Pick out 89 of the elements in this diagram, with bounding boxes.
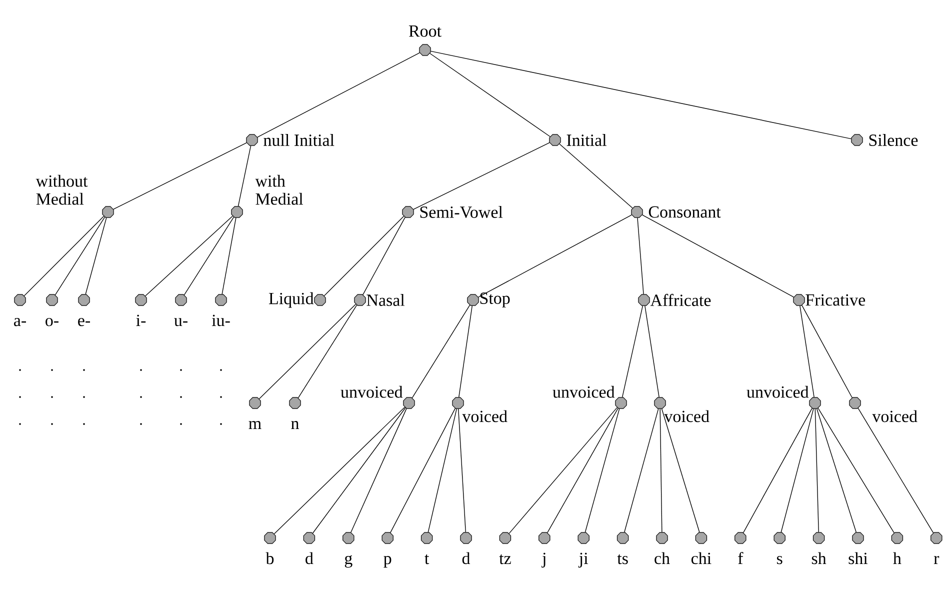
node-label: null Initial: [264, 134, 334, 146]
node-label: unvoiced: [552, 386, 615, 398]
node-label: voiced: [664, 410, 710, 422]
tree-edge: [547, 408, 618, 534]
tree-edge: [362, 217, 406, 295]
tree-edge: [298, 304, 358, 398]
node-label: Consonant: [648, 206, 721, 218]
node-label: Stop: [480, 292, 510, 308]
tree-edge: [478, 214, 632, 298]
node-label: iu-: [212, 314, 230, 326]
node-label: unvoiced: [746, 386, 809, 398]
tree-edge: [113, 142, 247, 210]
tree-edge: [324, 216, 404, 296]
node-label: e-: [78, 318, 90, 326]
tree-edge: [412, 304, 470, 398]
node-label: Liquid: [268, 292, 314, 308]
node-label: ch: [654, 552, 670, 564]
node-label: Silence: [869, 134, 918, 146]
tree-edge: [458, 305, 472, 398]
node-label: Initial: [566, 134, 606, 146]
tree-edge: [816, 408, 856, 532]
tree-edge: [661, 408, 700, 532]
node-label: r: [934, 556, 940, 564]
tree-edge: [622, 305, 644, 398]
node-label: Semi-Vowel: [420, 206, 503, 218]
tree-edge: [350, 408, 407, 533]
node-label: Affricate: [650, 294, 711, 306]
node-label: d: [462, 552, 470, 564]
tree-edge: [184, 216, 234, 296]
node-label: u-: [174, 318, 188, 326]
tree-edge: [257, 52, 420, 138]
node-label: Fricative: [806, 294, 866, 306]
tree-edge: [802, 305, 852, 398]
node-label: o-: [46, 318, 58, 326]
tree-edge: [584, 408, 620, 532]
node-label: a-: [14, 318, 26, 326]
tree-edge: [637, 218, 644, 294]
tree-edge: [258, 304, 356, 400]
tree-edge: [312, 407, 406, 534]
node-label: without Medial: [36, 174, 88, 205]
tree-edge: [238, 146, 252, 206]
node-label: n: [291, 420, 299, 429]
tree-edge: [814, 408, 819, 532]
node-label: unvoiced: [340, 386, 403, 398]
tree-edge: [743, 408, 812, 534]
node-label: g: [344, 555, 352, 568]
node-label: chi: [691, 552, 712, 564]
node-label: m: [248, 420, 262, 429]
node-label: voiced: [872, 410, 918, 422]
tree-edge: [642, 214, 794, 298]
tree-edge: [24, 216, 104, 296]
tree-edge: [644, 305, 660, 398]
node-label: s: [776, 556, 782, 564]
tree-edge: [780, 408, 814, 532]
tree-edge: [54, 216, 106, 296]
node-label: ji: [578, 552, 588, 568]
node-label: ts: [617, 554, 628, 564]
tree-edge: [559, 144, 633, 208]
tree-edge: [430, 53, 550, 137]
node-label: p: [384, 556, 392, 568]
tree-edge: [85, 218, 107, 294]
tree-edge: [624, 408, 659, 532]
tree-edge: [144, 216, 234, 296]
tree-edge: [274, 406, 406, 534]
node-label: j: [542, 552, 546, 568]
node-label: with Medial: [255, 174, 304, 205]
node-label: shi: [848, 552, 868, 564]
node-label: d: [306, 552, 314, 564]
node-label: Nasal: [366, 294, 405, 306]
node-label: sh: [812, 552, 826, 564]
tree-edge: [858, 408, 934, 534]
tree-edge: [390, 408, 456, 533]
node-label: f: [738, 552, 744, 564]
node-label: t: [424, 554, 430, 564]
tree-edge: [413, 142, 550, 210]
tree-edge: [428, 408, 457, 532]
node-label: h: [893, 552, 902, 564]
node-label: voiced: [462, 410, 508, 422]
tree-edge: [430, 50, 852, 140]
node-label: Root: [408, 26, 442, 37]
node-label: tz: [499, 554, 511, 564]
tree-edge: [818, 408, 894, 534]
tree-edge: [660, 408, 662, 532]
tree-edge: [508, 407, 618, 534]
tree-edge: [222, 218, 236, 294]
tree-edge: [458, 408, 466, 532]
node-label: b: [266, 552, 274, 564]
node-label: i-: [136, 314, 146, 326]
tree-edge: [800, 305, 814, 398]
